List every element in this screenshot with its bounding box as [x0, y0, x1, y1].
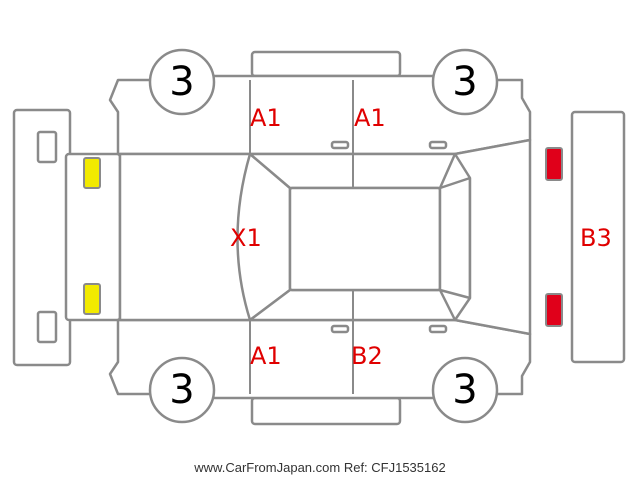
top-door-handle-rear — [428, 140, 448, 150]
car-body-top-view — [64, 138, 532, 336]
top-roof-rail — [250, 50, 402, 78]
damage-code-windshield: X1 — [230, 224, 262, 252]
bottom-door-handle-front — [330, 324, 350, 334]
roof — [288, 186, 442, 292]
tire-rear-left-label: 3 — [452, 59, 477, 105]
headlight-right-marker — [83, 283, 101, 315]
bottom-door-handle-rear — [428, 324, 448, 334]
rear-window — [438, 176, 472, 300]
bottom-roof-rail — [250, 396, 402, 426]
damage-code-bottom-front-door: A1 — [250, 342, 282, 370]
damage-code-top-rear-door: A1 — [354, 104, 386, 132]
headlight-left-marker — [83, 157, 101, 189]
tire-front-left: 3 — [148, 48, 216, 116]
damage-code-bottom-rear-door: B2 — [351, 342, 383, 370]
tire-front-right-label: 3 — [169, 367, 194, 413]
front-bumper — [12, 108, 72, 367]
tire-rear-right-label: 3 — [452, 367, 477, 413]
rear-bumper — [570, 110, 626, 364]
tire-rear-right: 3 — [431, 356, 499, 424]
damage-code-rear-bumper: B3 — [580, 224, 612, 252]
top-door-handle-front — [330, 140, 350, 150]
trunk — [453, 138, 532, 336]
tire-front-left-label: 3 — [169, 59, 194, 105]
reference-footer: www.CarFromJapan.com Ref: CFJ1535162 — [193, 460, 445, 475]
tire-rear-left: 3 — [431, 48, 499, 116]
taillight-right-marker — [545, 293, 563, 327]
damage-code-top-front-door: A1 — [250, 104, 282, 132]
taillight-left-marker — [545, 147, 563, 181]
tire-front-right: 3 — [148, 356, 216, 424]
